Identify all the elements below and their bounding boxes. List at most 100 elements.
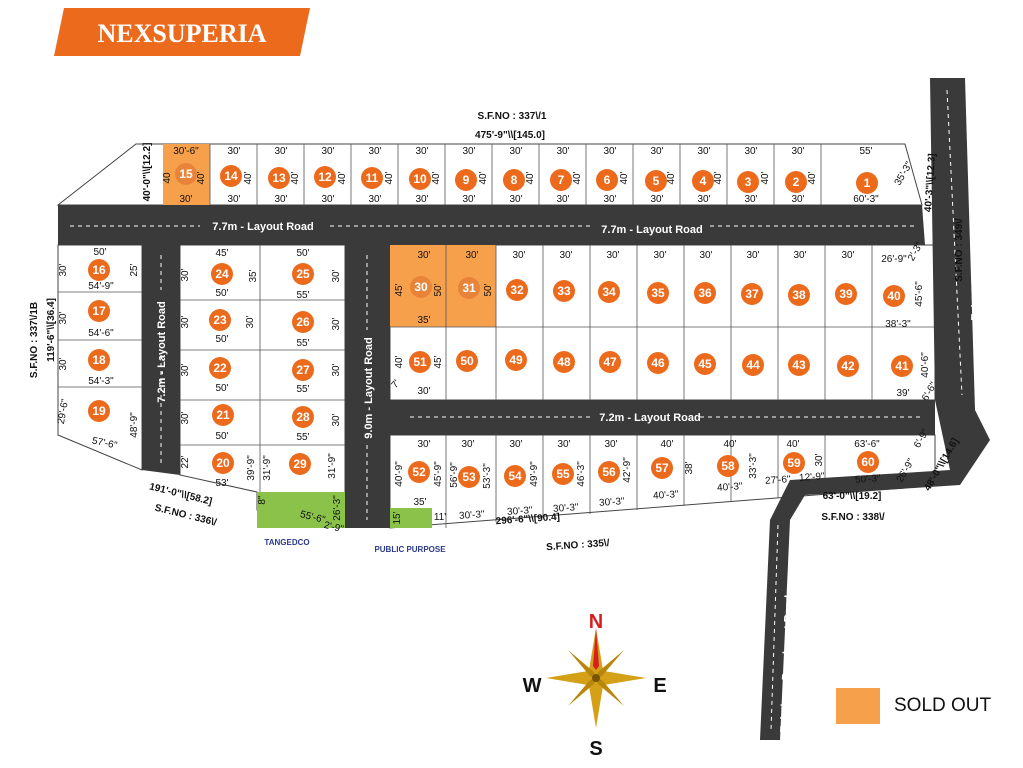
plot-58[interactable]: 58 bbox=[717, 455, 739, 477]
plot-34[interactable]: 34 bbox=[598, 281, 620, 303]
plot-marker[interactable] bbox=[692, 170, 714, 192]
plot-marker[interactable] bbox=[506, 279, 528, 301]
plot-44[interactable]: 44 bbox=[742, 354, 764, 376]
plot-33[interactable]: 33 bbox=[553, 280, 575, 302]
plot-50[interactable]: 50 bbox=[456, 350, 478, 372]
plot-marker[interactable] bbox=[647, 282, 669, 304]
plot-marker[interactable] bbox=[456, 350, 478, 372]
plot-29[interactable]: 29 bbox=[289, 453, 311, 475]
plot-32[interactable]: 32 bbox=[506, 279, 528, 301]
plot-marker[interactable] bbox=[209, 357, 231, 379]
plot-marker[interactable] bbox=[292, 406, 314, 428]
plot-25[interactable]: 25 bbox=[292, 263, 314, 285]
plot-marker[interactable] bbox=[212, 404, 234, 426]
plot-28[interactable]: 28 bbox=[292, 406, 314, 428]
plot-marker[interactable] bbox=[458, 466, 480, 488]
plot-marker[interactable] bbox=[211, 263, 233, 285]
plot-6[interactable]: 6 bbox=[596, 169, 618, 191]
plot-marker[interactable] bbox=[553, 280, 575, 302]
plot-marker[interactable] bbox=[175, 163, 197, 185]
plot-marker[interactable] bbox=[88, 259, 110, 281]
plot-22[interactable]: 22 bbox=[209, 357, 231, 379]
plot-42[interactable]: 42 bbox=[837, 355, 859, 377]
plot-marker[interactable] bbox=[292, 311, 314, 333]
plot-marker[interactable] bbox=[552, 463, 574, 485]
plot-marker[interactable] bbox=[837, 355, 859, 377]
plot-marker[interactable] bbox=[598, 281, 620, 303]
plot-48[interactable]: 48 bbox=[553, 351, 575, 373]
plot-49[interactable]: 49 bbox=[505, 349, 527, 371]
plot-marker[interactable] bbox=[212, 452, 234, 474]
plot-marker[interactable] bbox=[289, 453, 311, 475]
plot-marker[interactable] bbox=[505, 349, 527, 371]
plot-12[interactable]: 12 bbox=[314, 166, 336, 188]
plot-16[interactable]: 16 bbox=[88, 259, 110, 281]
plot-marker[interactable] bbox=[268, 167, 290, 189]
plot-11[interactable]: 11 bbox=[361, 167, 383, 189]
plot-36[interactable]: 36 bbox=[694, 282, 716, 304]
plot-marker[interactable] bbox=[88, 400, 110, 422]
plot-marker[interactable] bbox=[410, 276, 432, 298]
plot-35[interactable]: 35 bbox=[647, 282, 669, 304]
plot-marker[interactable] bbox=[599, 351, 621, 373]
plot-57[interactable]: 57 bbox=[651, 457, 673, 479]
plot-marker[interactable] bbox=[458, 277, 480, 299]
plot-45[interactable]: 45 bbox=[694, 353, 716, 375]
plot-38[interactable]: 38 bbox=[788, 284, 810, 306]
plot-marker[interactable] bbox=[857, 451, 879, 473]
plot-marker[interactable] bbox=[717, 455, 739, 477]
plot-17[interactable]: 17 bbox=[88, 300, 110, 322]
plot-marker[interactable] bbox=[694, 353, 716, 375]
plot-59[interactable]: 59 bbox=[783, 452, 805, 474]
plot-5[interactable]: 5 bbox=[645, 170, 667, 192]
plot-marker[interactable] bbox=[455, 169, 477, 191]
plot-marker[interactable] bbox=[598, 461, 620, 483]
plot-18[interactable]: 18 bbox=[88, 349, 110, 371]
plot-marker[interactable] bbox=[220, 165, 242, 187]
plot-14[interactable]: 14 bbox=[220, 165, 242, 187]
plot-marker[interactable] bbox=[647, 352, 669, 374]
plot-9[interactable]: 9 bbox=[455, 169, 477, 191]
plot-40[interactable]: 40 bbox=[883, 285, 905, 307]
plot-56[interactable]: 56 bbox=[598, 461, 620, 483]
plot-marker[interactable] bbox=[314, 166, 336, 188]
plot-marker[interactable] bbox=[651, 457, 673, 479]
plot-marker[interactable] bbox=[361, 167, 383, 189]
plot-marker[interactable] bbox=[788, 354, 810, 376]
plot-39[interactable]: 39 bbox=[835, 283, 857, 305]
plot-53[interactable]: 53 bbox=[458, 466, 480, 488]
plot-marker[interactable] bbox=[409, 168, 431, 190]
plot-31[interactable]: 31 bbox=[458, 277, 480, 299]
plot-20[interactable]: 20 bbox=[212, 452, 234, 474]
plot-marker[interactable] bbox=[694, 282, 716, 304]
plot-43[interactable]: 43 bbox=[788, 354, 810, 376]
plot-marker[interactable] bbox=[409, 351, 431, 373]
plot-marker[interactable] bbox=[408, 461, 430, 483]
plot-24[interactable]: 24 bbox=[211, 263, 233, 285]
plot-marker[interactable] bbox=[292, 359, 314, 381]
plot-15[interactable]: 15 bbox=[175, 163, 197, 185]
plot-41[interactable]: 41 bbox=[891, 355, 913, 377]
plot-marker[interactable] bbox=[553, 351, 575, 373]
plot-marker[interactable] bbox=[596, 169, 618, 191]
plot-marker[interactable] bbox=[835, 283, 857, 305]
plot-marker[interactable] bbox=[645, 170, 667, 192]
plot-51[interactable]: 51 bbox=[409, 351, 431, 373]
plot-4[interactable]: 4 bbox=[692, 170, 714, 192]
plot-marker[interactable] bbox=[891, 355, 913, 377]
plot-52[interactable]: 52 bbox=[408, 461, 430, 483]
plot-1[interactable]: 1 bbox=[856, 172, 878, 194]
plot-marker[interactable] bbox=[785, 171, 807, 193]
plot-marker[interactable] bbox=[503, 169, 525, 191]
plot-marker[interactable] bbox=[741, 283, 763, 305]
plot-marker[interactable] bbox=[856, 172, 878, 194]
plot-26[interactable]: 26 bbox=[292, 311, 314, 333]
plot-marker[interactable] bbox=[550, 169, 572, 191]
plot-47[interactable]: 47 bbox=[599, 351, 621, 373]
plot-19[interactable]: 19 bbox=[88, 400, 110, 422]
plot-27[interactable]: 27 bbox=[292, 359, 314, 381]
plot-8[interactable]: 8 bbox=[503, 169, 525, 191]
plot-2[interactable]: 2 bbox=[785, 171, 807, 193]
plot-23[interactable]: 23 bbox=[209, 309, 231, 331]
plot-7[interactable]: 7 bbox=[550, 169, 572, 191]
